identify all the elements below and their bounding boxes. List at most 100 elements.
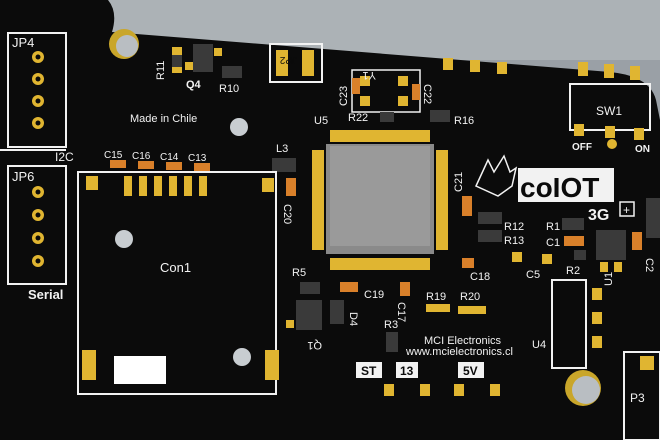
r3-body (386, 332, 398, 352)
r13-body (478, 230, 502, 242)
c13-body (194, 163, 210, 171)
pad (454, 384, 464, 396)
u4-outline (551, 279, 587, 369)
u4-pad (592, 336, 602, 348)
r2-label: R2 (566, 265, 580, 277)
c21-body (462, 196, 472, 216)
mounting-hole-top-inner (116, 35, 138, 57)
c20-label: C20 (281, 204, 293, 224)
pad (497, 62, 507, 74)
r11-pad (172, 67, 182, 73)
c1-body (564, 236, 584, 246)
con1-pin (169, 176, 177, 196)
wolf-logo (475, 154, 518, 197)
y1-pad (398, 76, 408, 86)
via-hole-2 (115, 230, 133, 248)
v5-box (458, 362, 484, 378)
jp4-outline (7, 32, 67, 148)
r20-pad (458, 306, 486, 314)
c2-label: C2 (643, 258, 655, 272)
r16-body (430, 110, 450, 122)
q1-pad (286, 320, 294, 328)
plus-box (619, 201, 635, 217)
c15-body (110, 160, 126, 168)
r22-body (380, 112, 394, 122)
u5-pins-bottom (330, 258, 430, 270)
pad (604, 64, 614, 78)
u5-pins-left (312, 150, 324, 250)
jp2-label: JP2 (279, 54, 297, 65)
c20-body (286, 178, 296, 196)
st-box (356, 362, 382, 378)
con1-pin (199, 176, 207, 196)
jp4-label: JP4 (12, 35, 34, 50)
u1-body (596, 230, 626, 260)
i2c-label: I2C (55, 150, 74, 164)
serial-label: Serial (28, 287, 63, 302)
r2-body (574, 250, 586, 260)
c13-label: C13 (188, 153, 207, 164)
r11-label: R11 (155, 61, 167, 80)
c5-pad (542, 254, 552, 264)
y1-pad (360, 96, 370, 106)
c19-label: C19 (364, 289, 384, 301)
pin13-box (396, 362, 418, 378)
r5-label: R5 (292, 267, 306, 279)
pin13-label: 13 (400, 364, 414, 378)
sw1-pad (574, 124, 584, 136)
u1-pad (614, 262, 622, 272)
sw1-off-label: OFF (572, 142, 592, 153)
c22-label: C22 (421, 84, 433, 104)
r22-label: R22 (348, 112, 368, 124)
plus-glyph: + (623, 203, 630, 217)
r12-label: R12 (504, 221, 524, 233)
c14-body (166, 162, 182, 170)
y1-label: Y1 (363, 69, 376, 81)
con1-pin (184, 176, 192, 196)
con1-pin (82, 350, 96, 380)
u1-pad (600, 262, 608, 272)
r11-pad (172, 47, 182, 55)
con1-white-block (114, 356, 166, 384)
generation-label: 3G (588, 207, 609, 224)
y1-pad (398, 96, 408, 106)
logo-text: coIOT (520, 172, 599, 203)
right-component (646, 198, 660, 238)
c5-label: C5 (526, 269, 540, 281)
r12-body (478, 212, 502, 224)
r10-body (222, 66, 242, 78)
pad (490, 384, 500, 396)
d4-body (330, 300, 344, 324)
r5-body (300, 282, 320, 294)
q1-label: Q1 (307, 339, 322, 351)
con1-pin (139, 176, 147, 196)
via-hole-3 (233, 348, 251, 366)
jp6-label: JP6 (12, 169, 34, 184)
con1-outline (77, 171, 277, 395)
con1-pin (154, 176, 162, 196)
logo-box (518, 168, 614, 202)
con1-pin (262, 178, 274, 192)
c16-label: C16 (132, 151, 151, 162)
jp2-pad (302, 50, 314, 76)
r1-label: R1 (546, 221, 560, 233)
c15-label: C15 (104, 150, 123, 161)
l3-body (272, 158, 296, 172)
r11-body (172, 55, 182, 67)
sw1-on-label: ON (635, 144, 650, 155)
url-label: www.mcielectronics.cl (405, 346, 513, 358)
c23-body (352, 78, 360, 94)
u5-chip-top (330, 146, 430, 246)
p3-label: P3 (630, 391, 645, 405)
r13-label: R13 (504, 235, 524, 247)
sw1-label: SW1 (596, 104, 622, 118)
company-label: MCI Electronics (424, 335, 502, 347)
pad (630, 66, 640, 80)
v5-label: 5V (463, 364, 478, 378)
u1-label: U1 (603, 272, 615, 286)
r16-label: R16 (454, 115, 474, 127)
jp2-outline (269, 43, 323, 83)
l3-label: L3 (276, 143, 288, 155)
u4-pad (592, 312, 602, 324)
c17-label: C17 (395, 302, 407, 322)
